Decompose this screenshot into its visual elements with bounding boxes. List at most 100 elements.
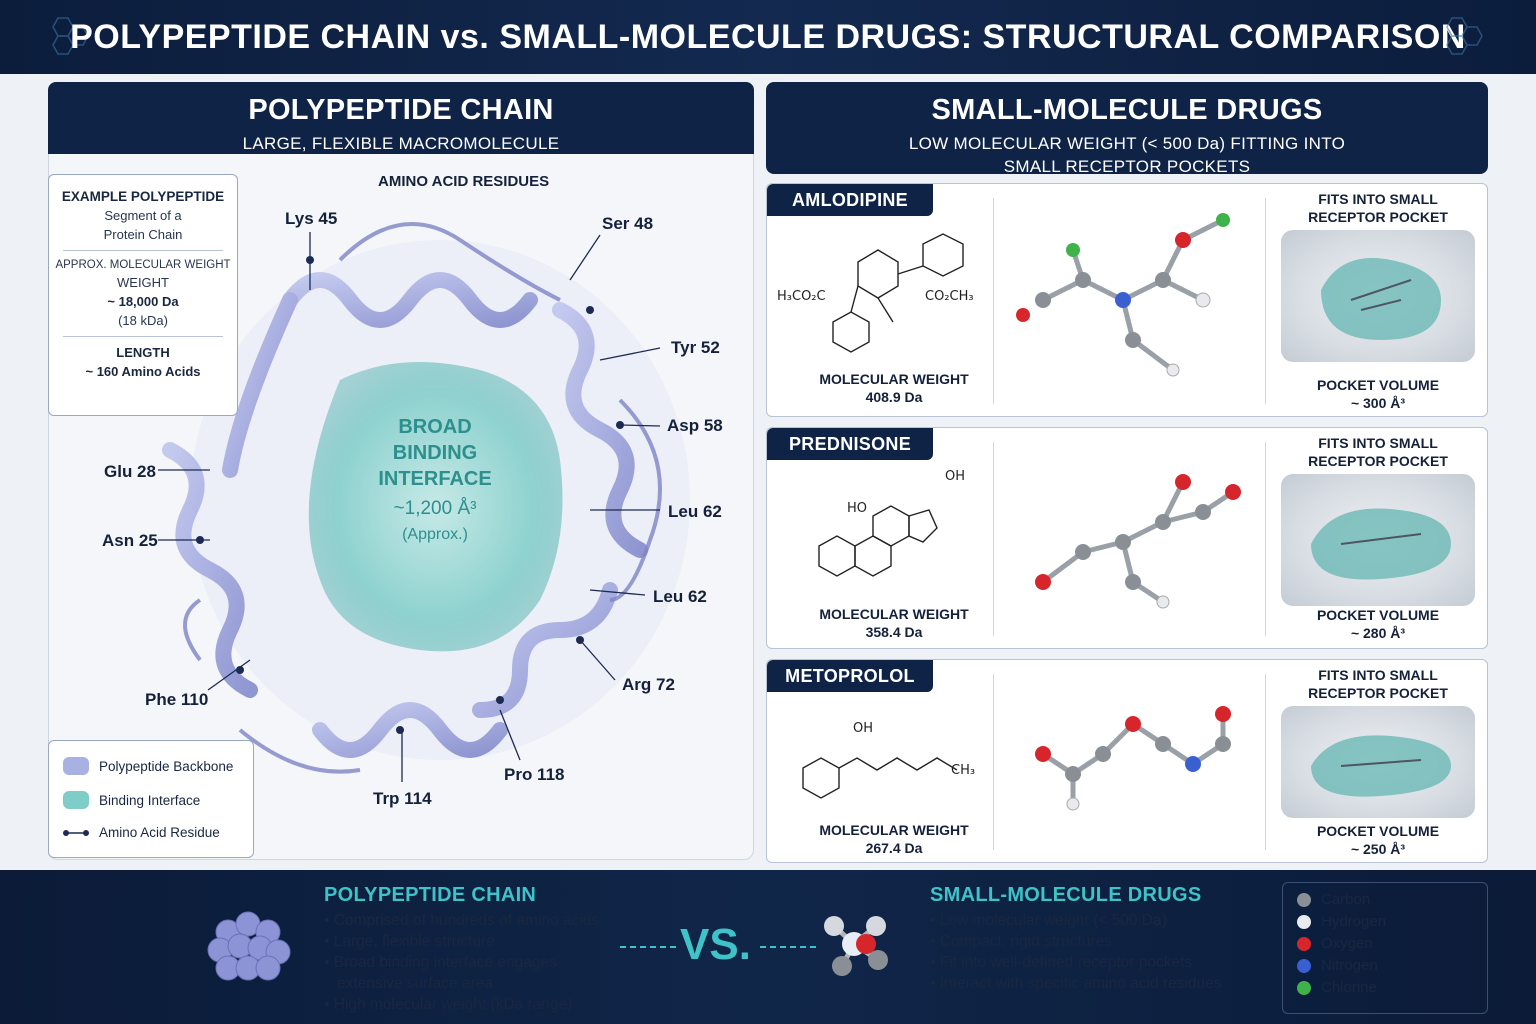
legend-backbone-label: Polypeptide Backbone: [99, 758, 234, 774]
pocket-surface-render: [1321, 258, 1441, 340]
formula-ho: HO: [847, 501, 867, 516]
list-item-continuation: extensive surface area: [337, 975, 493, 992]
formula-oh: OH: [853, 721, 873, 736]
nitrogen-dot: [1297, 958, 1311, 973]
list-item: Low molecular weight (< 500 Da): [930, 910, 1221, 931]
mw-value: 358.4 Da: [865, 624, 923, 640]
residue-label-asp58: Asp 58: [667, 416, 723, 435]
drug-name: AMLODIPINE: [767, 184, 933, 216]
amlodipine-ball-and-stick: [1016, 213, 1230, 377]
footer-small-molecule-title: SMALL-MOLECULE DRUGS: [930, 884, 1202, 906]
residue-label-glu28: Glu 28: [104, 462, 156, 481]
atom-legend-hydrogen: Hydrogen: [1297, 913, 1386, 930]
drug-name: METOPROLOL: [767, 660, 933, 692]
mw-value: 267.4 Da: [865, 840, 923, 856]
mw-label: MOLECULAR WEIGHT: [819, 822, 969, 838]
footer-polypeptide-list: Comprised of hundreds of amino acids Lar…: [324, 910, 599, 1015]
divider: [993, 198, 994, 404]
divider: [993, 674, 994, 850]
prednisone-ball-and-stick: [1035, 474, 1241, 609]
residue-label-ser48: Ser 48: [602, 214, 654, 233]
receptor-pocket-image: [1281, 230, 1475, 362]
drug-card-metoprolol: METOPROLOL OH CH₃ MOLECULAR WEIGHT 267.4…: [766, 659, 1488, 863]
residue-label-arg72: Arg 72: [622, 675, 675, 694]
info-mw-kda: (18 kDa): [118, 313, 168, 328]
info-mw-label-2: WEIGHT: [117, 275, 169, 290]
fit-label-2: RECEPTOR POCKET: [1308, 453, 1448, 469]
pocket-volume-label: POCKET VOLUME: [1316, 823, 1440, 839]
atom-legend-chlorine: Chlorine: [1297, 979, 1377, 996]
interface-swatch: [63, 791, 89, 809]
interface-note: (Approx.): [402, 526, 468, 543]
polypeptide-panel-header: POLYPEPTIDE CHAIN LARGE, FLEXIBLE MACROM…: [48, 82, 754, 154]
residue-label-trp114: Trp 114: [373, 789, 432, 808]
page-title: POLYPEPTIDE CHAIN vs. SMALL-MOLECULE DRU…: [70, 18, 1466, 56]
oxygen-dot: [1297, 936, 1311, 951]
footer-polypeptide-title: POLYPEPTIDE CHAIN: [324, 884, 537, 906]
polypeptide-subtitle: LARGE, FLEXIBLE MACROMOLECULE: [242, 134, 560, 153]
interface-line-1: BROAD: [398, 416, 472, 438]
formula-ch3: CH₃: [951, 763, 975, 778]
info-length-value: ~ 160 Amino Acids: [85, 364, 201, 379]
list-item: Comprised of hundreds of amino acids: [324, 910, 599, 931]
vs-label: VS.: [680, 920, 751, 969]
mw-value: 408.9 Da: [865, 389, 923, 405]
residues-header: AMINO ACID RESIDUES: [378, 173, 550, 190]
formula-oh: OH: [945, 469, 965, 484]
divider: [993, 442, 994, 636]
legend-interface-label: Binding Interface: [99, 792, 201, 808]
pocket-volume-label: POCKET VOLUME: [1316, 377, 1440, 393]
drug-card-prednisone: PREDNISONE HO OH MOLECULAR WEIGHT 358.4 …: [766, 427, 1488, 649]
carbon-dot: [1297, 892, 1311, 907]
legend-item-residue: Amino Acid Residue: [63, 825, 220, 840]
pocket-surface-render: [1311, 508, 1451, 580]
polypeptide-info-box: EXAMPLE POLYPEPTIDE Segment of a Protein…: [48, 174, 238, 416]
backbone-swatch: [63, 757, 89, 775]
interface-line-3: INTERFACE: [378, 468, 492, 490]
interface-line-2: BINDING: [392, 442, 478, 464]
atom-label: Hydrogen: [1321, 913, 1387, 930]
residue-label-leu62-second: Leu 62: [653, 587, 707, 606]
info-title: EXAMPLE POLYPEPTIDE: [61, 189, 225, 204]
receptor-pocket-image: [1281, 706, 1475, 818]
list-item: High molecular weight (kDa range): [324, 994, 599, 1015]
info-mw-label: APPROX. MOLECULAR WEIGHT: [55, 259, 231, 271]
hexagon-network-icon: [1446, 17, 1483, 55]
chlorine-dot: [1297, 980, 1311, 995]
small-molecule-panel-header: SMALL-MOLECULE DRUGS LOW MOLECULAR WEIGH…: [766, 82, 1488, 176]
pocket-volume-value: ~ 250 Å³: [1350, 841, 1406, 857]
metoprolol-skeletal-structure: OH CH₃: [802, 721, 975, 799]
legend-residue-label: Amino Acid Residue: [99, 825, 220, 840]
residue-marker-icon: [63, 829, 89, 836]
receptor-pocket-image: [1281, 474, 1475, 606]
formula-right: CO₂CH₃: [925, 289, 974, 304]
pocket-surface-render: [1311, 735, 1451, 797]
formula-left: H₃CO₂C: [777, 289, 826, 304]
pocket-volume-value: ~ 280 Å³: [1350, 625, 1406, 641]
divider: [1265, 198, 1266, 404]
protein-ribbon-illustration: [158, 222, 690, 782]
fit-label-1: FITS INTO SMALL: [1318, 191, 1438, 207]
atom-color-legend: Carbon Hydrogen Oxygen Nitrogen Chlorine: [1282, 882, 1488, 1014]
dashed-connector: [760, 946, 816, 948]
info-length-label: LENGTH: [116, 345, 170, 360]
list-item: Large, flexible structure: [324, 931, 599, 952]
small-molecule-icon: [824, 916, 888, 976]
interface-volume: ~1,200 Å³: [393, 498, 477, 519]
mw-label: MOLECULAR WEIGHT: [819, 606, 969, 622]
small-molecule-subtitle-2: SMALL RECEPTOR POCKETS: [1003, 156, 1251, 176]
list-item: Broad binding interface engages: [324, 952, 599, 973]
info-line-2: Protein Chain: [103, 227, 183, 242]
residue-label-phe110: Phe 110: [145, 690, 209, 709]
hydrogen-dot: [1297, 914, 1311, 929]
info-line-1: Segment of a: [104, 208, 182, 223]
legend-item-backbone: Polypeptide Backbone: [63, 757, 233, 775]
residue-label-pro118: Pro 118: [504, 765, 565, 784]
small-molecule-subtitle-1: LOW MOLECULAR WEIGHT (< 500 Da) FITTING …: [908, 134, 1346, 153]
info-mw-value: ~ 18,000 Da: [107, 294, 179, 309]
small-molecule-title: SMALL-MOLECULE DRUGS: [931, 94, 1323, 126]
hexagon-network-icon: [52, 17, 89, 55]
atom-legend-oxygen: Oxygen: [1297, 935, 1373, 952]
divider: [1265, 674, 1266, 850]
atom-legend-nitrogen: Nitrogen: [1297, 957, 1378, 974]
